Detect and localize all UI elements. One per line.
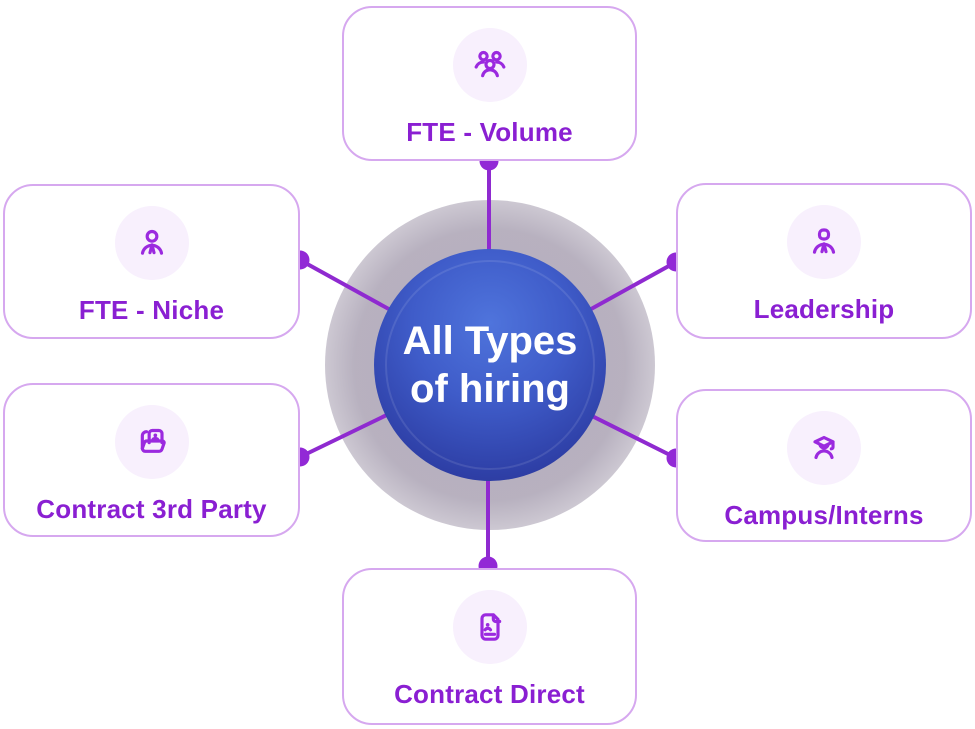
team-icon bbox=[452, 28, 527, 102]
leader-person-icon bbox=[787, 205, 861, 279]
node-fte-niche: FTE - Niche bbox=[3, 184, 300, 339]
node-label: Campus/Interns bbox=[724, 500, 924, 530]
person-icon bbox=[114, 206, 189, 280]
node-label: FTE - Volume bbox=[406, 117, 573, 147]
node-contract-3rd-party: Contract 3rd Party bbox=[3, 383, 300, 537]
resume-document-icon bbox=[452, 590, 527, 664]
node-contract-direct: Contract Direct bbox=[342, 568, 637, 725]
folder-person-icon bbox=[114, 405, 189, 479]
hub-title-line2: of hiring bbox=[410, 367, 570, 411]
node-leadership: Leadership bbox=[676, 183, 972, 339]
node-label: FTE - Niche bbox=[78, 295, 225, 325]
graduate-icon bbox=[787, 411, 861, 485]
node-label: Contract Direct bbox=[394, 679, 585, 709]
node-campus-interns: Campus/Interns bbox=[676, 389, 972, 542]
node-label: Leadership bbox=[753, 294, 895, 324]
hub-title: All Types of hiring bbox=[403, 317, 578, 413]
hub-all-types-of-hiring: All Types of hiring bbox=[374, 249, 606, 481]
node-label: Contract 3rd Party bbox=[36, 494, 267, 524]
hub-title-line1: All Types bbox=[402, 319, 578, 363]
node-fte-volume: FTE - Volume bbox=[342, 6, 637, 161]
